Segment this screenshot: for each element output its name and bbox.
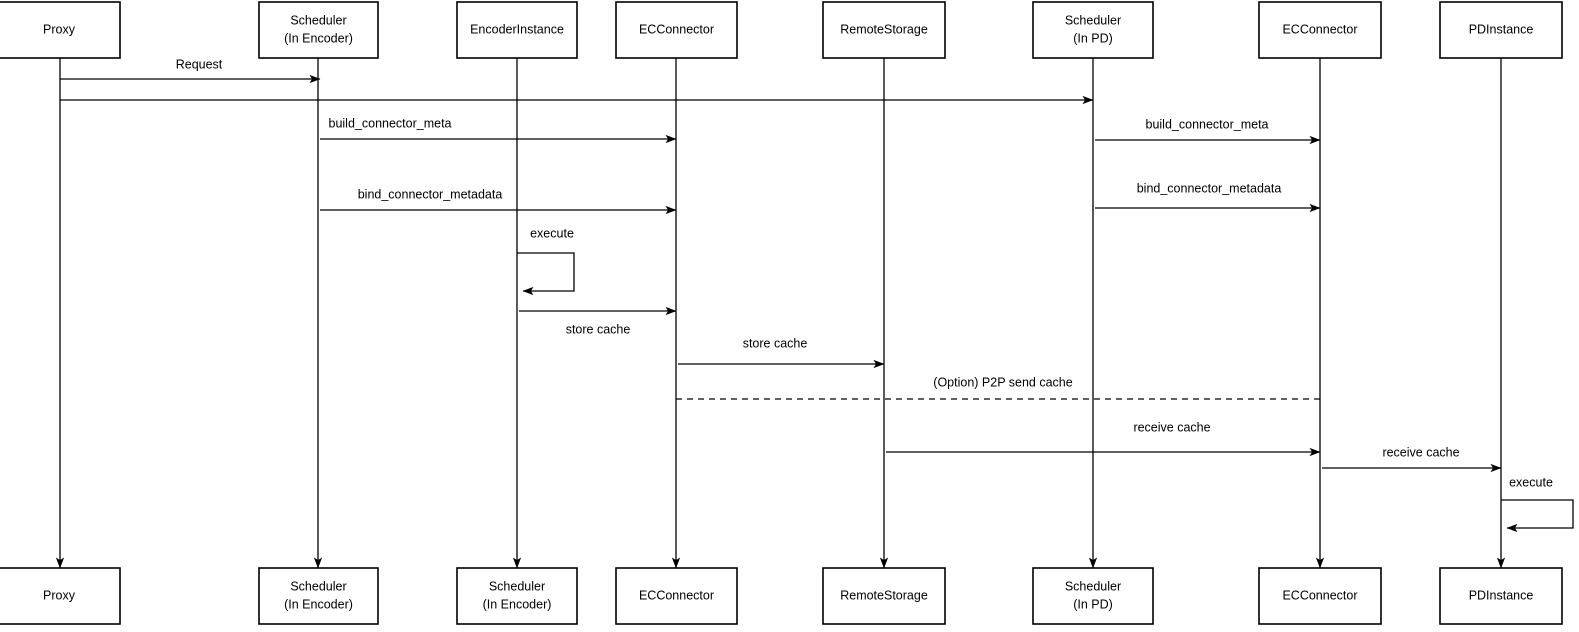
message-m3[interactable]: build_connector_meta bbox=[320, 116, 677, 144]
self-message-path-s2 bbox=[1501, 499, 1574, 533]
participant-header-rect-sched_pd bbox=[1032, 1, 1154, 59]
message-label-m13: receive cache bbox=[1382, 445, 1459, 459]
message-m13[interactable]: receive cache bbox=[1322, 445, 1502, 473]
participant-header-sublabel-sched_pd: (In PD) bbox=[1073, 31, 1113, 45]
header-participant-boxes: Proxy Scheduler (In Encoder) EncoderInstanc… bbox=[0, 1, 1563, 59]
participant-header-ec_conn_pd[interactable]: ECConnector bbox=[1258, 1, 1382, 59]
participant-footer-encoder_inst[interactable]: Scheduler (In Encoder) bbox=[456, 567, 578, 625]
participant-header-ec_conn_enc[interactable]: ECConnector bbox=[615, 1, 738, 59]
self-message-s2[interactable]: execute bbox=[1501, 475, 1574, 533]
self-message-label-s1: execute bbox=[530, 226, 574, 240]
participant-footer-label-pd_inst: PDInstance bbox=[1469, 588, 1534, 602]
message-label-m4: build_connector_meta bbox=[1146, 117, 1269, 131]
participant-header-rect-encoder_inst bbox=[456, 1, 578, 59]
participant-footer-label-proxy: Proxy bbox=[43, 588, 76, 602]
participant-header-label-proxy: Proxy bbox=[43, 22, 76, 36]
participant-footer-proxy[interactable]: Proxy bbox=[0, 567, 121, 625]
participant-header-sched_enc[interactable]: Scheduler (In Encoder) bbox=[258, 1, 379, 59]
participant-header-label-sched_enc: Scheduler bbox=[290, 13, 346, 27]
participant-header-label-remote_store: RemoteStorage bbox=[840, 22, 928, 36]
participant-footer-rect-sched_enc bbox=[258, 567, 379, 625]
participant-footer-sublabel-encoder_inst: (In Encoder) bbox=[483, 597, 552, 611]
participant-footer-label-sched_enc: Scheduler bbox=[290, 579, 346, 593]
participant-header-label-pd_inst: PDInstance bbox=[1469, 22, 1534, 36]
message-m10[interactable]: store cache bbox=[678, 336, 885, 369]
self-message-path-s1 bbox=[517, 252, 575, 296]
participant-footer-sched_pd[interactable]: Scheduler (In PD) bbox=[1032, 567, 1154, 625]
message-label-m11: (Option) P2P send cache bbox=[933, 375, 1072, 389]
participant-header-proxy[interactable]: Proxy bbox=[0, 1, 121, 59]
lifelines-layer bbox=[55, 58, 1506, 569]
message-label-m5: bind_connector_metadata bbox=[358, 187, 503, 201]
message-label-m6: bind_connector_metadata bbox=[1137, 181, 1282, 195]
participant-footer-label-ec_conn_pd: ECConnector bbox=[1282, 588, 1357, 602]
participant-footer-rect-ec_conn_pd bbox=[1258, 567, 1382, 625]
message-m12[interactable]: receive cache bbox=[886, 420, 1321, 457]
message-m4[interactable]: build_connector_meta bbox=[1095, 117, 1321, 145]
participant-footer-ec_conn_pd[interactable]: ECConnector bbox=[1258, 567, 1382, 625]
participant-footer-sublabel-sched_pd: (In PD) bbox=[1073, 597, 1113, 611]
participant-header-sched_pd[interactable]: Scheduler (In PD) bbox=[1032, 1, 1154, 59]
participant-header-rect-ec_conn_pd bbox=[1258, 1, 1382, 59]
participant-header-rect-pd_inst bbox=[1439, 1, 1563, 59]
message-label-m10: store cache bbox=[743, 336, 808, 350]
message-label-m1: Request bbox=[176, 57, 223, 71]
participant-header-label-sched_pd: Scheduler bbox=[1065, 13, 1121, 27]
message-m5[interactable]: bind_connector_metadata bbox=[320, 187, 677, 215]
participant-footer-label-sched_pd: Scheduler bbox=[1065, 579, 1121, 593]
message-m11[interactable]: (Option) P2P send cache bbox=[676, 375, 1320, 400]
participant-footer-label-ec_conn_enc: ECConnector bbox=[639, 588, 714, 602]
message-label-m12: receive cache bbox=[1133, 420, 1210, 434]
participant-header-rect-proxy bbox=[0, 1, 121, 59]
participant-header-label-ec_conn_enc: ECConnector bbox=[639, 22, 714, 36]
participant-footer-pd_inst[interactable]: PDInstance bbox=[1439, 567, 1563, 625]
messages-layer: Request build_connector_meta build_connect… bbox=[60, 57, 1502, 473]
participant-footer-ec_conn_enc[interactable]: ECConnector bbox=[615, 567, 738, 625]
participant-footer-rect-encoder_inst bbox=[456, 567, 578, 625]
participant-header-rect-sched_enc bbox=[258, 1, 379, 59]
message-m6[interactable]: bind_connector_metadata bbox=[1095, 181, 1321, 213]
participant-header-pd_inst[interactable]: PDInstance bbox=[1439, 1, 1563, 59]
participant-header-remote_store[interactable]: RemoteStorage bbox=[822, 1, 946, 59]
participant-footer-rect-sched_pd bbox=[1032, 567, 1154, 625]
self-message-label-s2: execute bbox=[1509, 475, 1553, 489]
participant-header-rect-remote_store bbox=[822, 1, 946, 59]
participant-footer-rect-remote_store bbox=[822, 567, 946, 625]
participant-footer-rect-ec_conn_enc bbox=[615, 567, 738, 625]
participant-footer-sched_enc[interactable]: Scheduler (In Encoder) bbox=[258, 567, 379, 625]
participant-footer-sublabel-sched_enc: (In Encoder) bbox=[284, 597, 353, 611]
self-message-s1[interactable]: execute bbox=[517, 226, 575, 296]
participant-footer-rect-pd_inst bbox=[1439, 567, 1563, 625]
participant-header-encoder_inst[interactable]: EncoderInstance bbox=[456, 1, 578, 59]
message-label-m9: store cache bbox=[566, 322, 631, 336]
footer-participant-boxes: Proxy Scheduler (In Encoder) Scheduler (In E… bbox=[0, 567, 1563, 625]
participant-header-sublabel-sched_enc: (In Encoder) bbox=[284, 31, 353, 45]
message-label-m3: build_connector_meta bbox=[329, 116, 452, 130]
participant-footer-rect-proxy bbox=[0, 567, 121, 625]
message-m9[interactable]: store cache bbox=[519, 306, 677, 336]
participant-footer-label-encoder_inst: Scheduler bbox=[489, 579, 545, 593]
self-messages-layer: execute execute bbox=[517, 226, 1574, 533]
participant-header-label-ec_conn_pd: ECConnector bbox=[1282, 22, 1357, 36]
participant-footer-label-remote_store: RemoteStorage bbox=[840, 588, 928, 602]
message-m1[interactable]: Request bbox=[60, 57, 321, 84]
participant-footer-remote_store[interactable]: RemoteStorage bbox=[822, 567, 946, 625]
participant-header-label-encoder_inst: EncoderInstance bbox=[470, 22, 564, 36]
participant-header-rect-ec_conn_enc bbox=[615, 1, 738, 59]
